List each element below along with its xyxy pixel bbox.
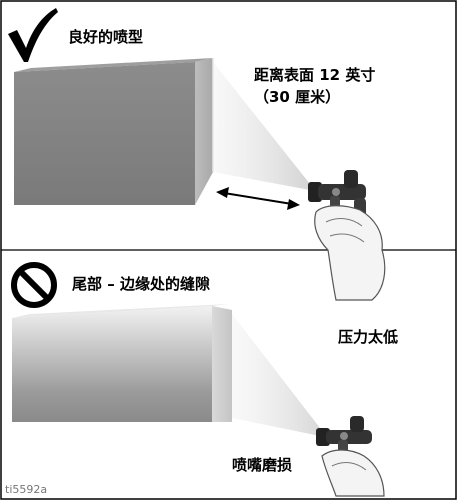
cause-worn-tip: 喷嘴磨损 <box>232 456 293 474</box>
wall-front-face <box>14 62 195 205</box>
distance-label-line1: 距离表面 12 英寸 <box>254 66 376 84</box>
checkmark-icon <box>8 8 58 62</box>
hand-good <box>314 205 386 301</box>
distance-arrow <box>216 187 300 210</box>
wall-side-face <box>195 58 213 205</box>
good-pattern-title: 良好的喷型 <box>68 28 144 46</box>
wall-front-face-2 <box>12 306 232 422</box>
wall-side-face-2 <box>212 306 232 422</box>
prohibited-icon <box>11 262 57 308</box>
distance-label-line2: （30 厘米） <box>254 88 341 106</box>
wall-top-face-2 <box>12 304 228 318</box>
cause-low-pressure: 压力太低 <box>338 328 399 346</box>
figure-reference: ti5592a <box>5 483 48 496</box>
spray-fan-bad <box>232 314 320 436</box>
spray-fan-good <box>213 62 310 190</box>
hand-bad <box>321 449 385 497</box>
wall-top-face <box>14 58 213 72</box>
tailing-title: 尾部 – 边缘处的缝隙 <box>72 275 210 293</box>
